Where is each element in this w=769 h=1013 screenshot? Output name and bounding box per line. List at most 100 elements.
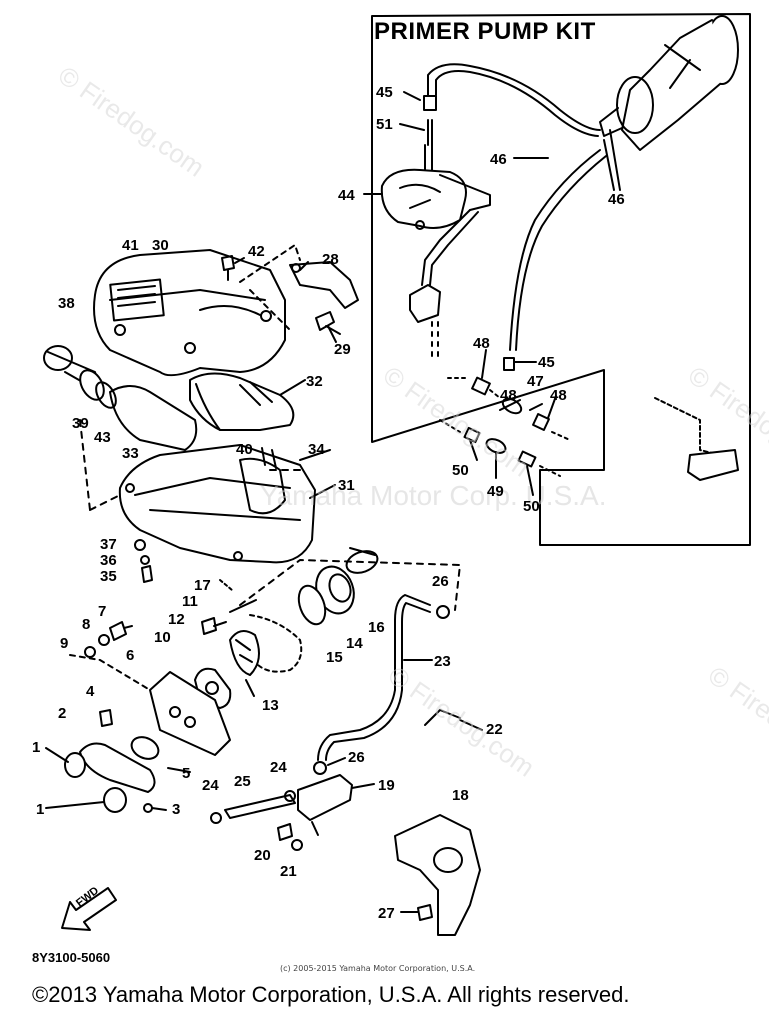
part-label-46[interactable]: 46 (608, 191, 625, 208)
fwd-arrow (61, 887, 117, 931)
part-label-46[interactable]: 46 (490, 151, 507, 168)
part-label-2[interactable]: 2 (58, 705, 67, 722)
part-label-26[interactable]: 26 (432, 573, 449, 590)
part-label-38[interactable]: 38 (58, 295, 75, 312)
clamp-24b (284, 790, 296, 802)
part-label-13[interactable]: 13 (262, 697, 279, 714)
part-label-1[interactable]: 1 (32, 739, 41, 756)
part-label-20[interactable]: 20 (254, 847, 271, 864)
intake-duct-33 (109, 385, 198, 451)
part-label-27[interactable]: 27 (378, 905, 395, 922)
part-label-42[interactable]: 42 (248, 243, 265, 260)
pin-22 (424, 709, 461, 726)
bolt-35 (141, 565, 153, 583)
drawing-number: 8Y3100-5060 (32, 950, 111, 965)
airbox-lid (93, 249, 286, 377)
kit-title: PRIMER PUMP KIT (374, 18, 596, 45)
part-label-1[interactable]: 1 (36, 801, 45, 818)
part-label-37[interactable]: 37 (100, 536, 117, 553)
part-label-30[interactable]: 30 (152, 237, 169, 254)
washer-36 (140, 555, 150, 565)
washer-9 (84, 646, 96, 658)
part-label-18[interactable]: 18 (452, 787, 469, 804)
copyright-notice: ©2013 Yamaha Motor Corporation, U.S.A. A… (32, 982, 630, 1007)
fuel-pump-19 (297, 774, 353, 821)
bolt-20 (277, 823, 293, 841)
part-label-11[interactable]: 11 (182, 593, 198, 610)
part-label-6[interactable]: 6 (126, 647, 135, 664)
fuel-hose-23 (317, 594, 431, 761)
primer-pump-handle (599, 15, 739, 151)
reed-valve-assembly (64, 736, 160, 813)
part-label-12[interactable]: 12 (168, 611, 185, 628)
part-label-44[interactable]: 44 (338, 187, 355, 204)
carburetor-joint (297, 547, 379, 626)
part-label-5[interactable]: 5 (182, 765, 191, 782)
bolt-27 (417, 904, 433, 921)
intake-duct-32 (189, 372, 295, 431)
bolt-4 (99, 709, 113, 727)
part-label-50[interactable]: 50 (523, 498, 540, 515)
part-label-29[interactable]: 29 (334, 341, 351, 358)
part-label-41[interactable]: 41 (122, 237, 139, 254)
reed-plate-6 (149, 671, 231, 756)
part-label-4[interactable]: 4 (86, 683, 95, 700)
part-label-16[interactable]: 16 (368, 619, 385, 636)
part-label-47[interactable]: 47 (527, 373, 544, 390)
part-label-15[interactable]: 15 (326, 649, 343, 666)
part-label-19[interactable]: 19 (378, 777, 395, 794)
part-label-48[interactable]: 48 (473, 335, 490, 352)
part-label-32[interactable]: 32 (306, 373, 323, 390)
clamp-26a (436, 605, 450, 619)
part-label-49[interactable]: 49 (487, 483, 504, 500)
part-label-10[interactable]: 10 (154, 629, 171, 646)
part-label-14[interactable]: 14 (346, 635, 363, 652)
part-label-35[interactable]: 35 (100, 568, 117, 585)
part-label-26[interactable]: 26 (348, 749, 365, 766)
washer-21 (291, 839, 303, 851)
primer-pump-kit-frame (371, 13, 751, 546)
primer-fittings (439, 357, 571, 477)
part-label-21[interactable]: 21 (280, 863, 297, 880)
primer-hose-long (509, 149, 601, 351)
part-label-24[interactable]: 24 (202, 777, 219, 794)
part-label-31[interactable]: 31 (338, 477, 355, 494)
part-label-8[interactable]: 8 (82, 616, 91, 633)
small-copyright: (c) 2005-2015 Yamaha Motor Corporation, … (280, 964, 476, 973)
clamp-24a (210, 812, 222, 824)
clamp-26b (313, 761, 327, 775)
part-label-7[interactable]: 7 (98, 603, 107, 620)
part-label-3[interactable]: 3 (172, 801, 181, 818)
part-label-43[interactable]: 43 (94, 429, 111, 446)
part-label-17[interactable]: 17 (194, 577, 211, 594)
bolt-7 (109, 621, 133, 641)
part-label-48[interactable]: 48 (500, 387, 517, 404)
part-label-50[interactable]: 50 (452, 462, 469, 479)
part-label-45[interactable]: 45 (376, 84, 393, 101)
washer-8 (98, 634, 110, 646)
bracket-28 (289, 261, 359, 309)
carburetor-13 (229, 614, 303, 676)
part-label-48[interactable]: 48 (550, 387, 567, 404)
part-label-51[interactable]: 51 (376, 116, 393, 133)
primer-hose-top (427, 63, 601, 131)
screw-42 (221, 255, 235, 281)
intake-funnel (43, 345, 117, 409)
gasket-37 (134, 539, 146, 551)
part-label-9[interactable]: 9 (60, 635, 69, 652)
part-label-40[interactable]: 40 (236, 441, 253, 458)
part-label-39[interactable]: 39 (72, 415, 89, 432)
part-label-36[interactable]: 36 (100, 552, 117, 569)
bolt-12 (201, 617, 227, 635)
part-label-34[interactable]: 34 (308, 441, 325, 458)
part-label-33[interactable]: 33 (122, 445, 139, 462)
part-label-23[interactable]: 23 (434, 653, 451, 670)
primer-cable-end (687, 449, 739, 481)
primer-valve (409, 284, 441, 323)
part-label-22[interactable]: 22 (486, 721, 503, 738)
part-label-25[interactable]: 25 (234, 773, 251, 790)
part-label-28[interactable]: 28 (322, 251, 339, 268)
part-label-45[interactable]: 45 (538, 354, 555, 371)
part-label-24[interactable]: 24 (270, 759, 287, 776)
